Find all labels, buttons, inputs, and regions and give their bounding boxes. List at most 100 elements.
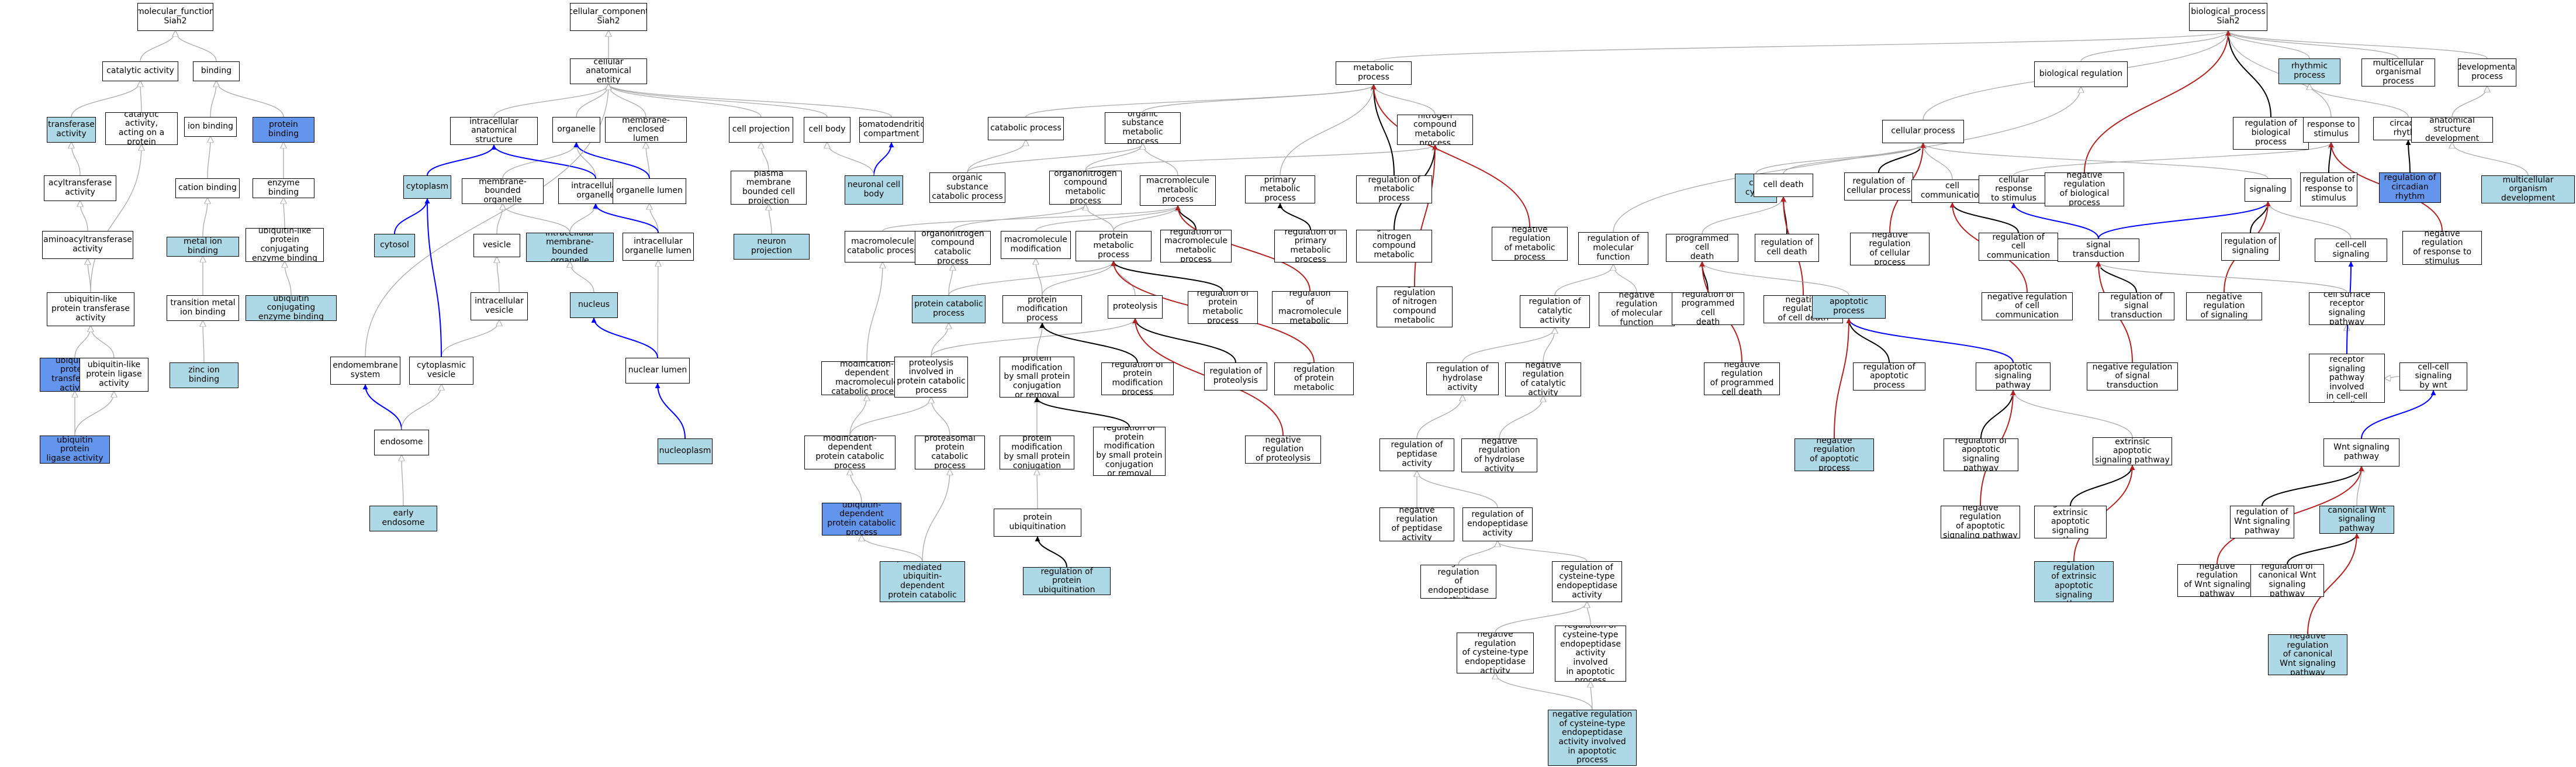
term-node-neg-reg-cat-act[interactable]: negative regulation of catalytic activit… <box>1505 362 1581 396</box>
term-node-reg-cat-act[interactable]: regulation of catalytic activity <box>1520 295 1590 328</box>
term-node-primary-met[interactable]: primary metabolic process <box>1245 175 1315 203</box>
term-node-macro-mod[interactable]: macromolecule modification <box>1001 231 1071 259</box>
term-node-reg-prot-met[interactable]: regulation of protein metabolic process <box>1188 291 1258 324</box>
term-node-neg-reg-cell-comm[interactable]: negative regulation of cell communicatio… <box>1982 292 2073 320</box>
term-node-neg-reg-apoptotic[interactable]: negative regulation of apoptotic process <box>1794 438 1874 471</box>
term-node-prot-ubiq[interactable]: protein ubiquitination <box>994 509 1081 537</box>
term-node-extrinsic-apoptotic[interactable]: extrinsic apoptotic signaling pathway <box>2093 437 2172 465</box>
term-node-proteolysis[interactable]: proteolysis <box>1108 295 1163 319</box>
term-node-metabolic[interactable]: metabolic process <box>1336 61 1412 85</box>
term-node-signaling[interactable]: signaling <box>2245 178 2291 202</box>
term-node-neg-reg-cell-proc[interactable]: negative regulation of cellular process <box>1850 233 1930 265</box>
term-node-orgn-comp-met[interactable]: organonitrogen compound metabolic proces… <box>1049 171 1122 205</box>
term-node-neg-reg-canonical-wnt[interactable]: negative regulation of canonical Wnt sig… <box>2268 634 2347 675</box>
term-node-canonical-wnt[interactable]: canonical Wnt signaling pathway <box>2319 506 2394 534</box>
term-node-reg-proteolysis[interactable]: regulation of proteolysis <box>1204 362 1267 391</box>
term-node-csr-signaling[interactable]: cell surface receptor signaling pathway <box>2309 292 2385 325</box>
term-node-reg-mol-func[interactable]: regulation of molecular function <box>1578 232 1648 265</box>
term-node-prot-mod-small-conj[interactable]: protein modification by small protein co… <box>1000 436 1074 469</box>
term-node-acyltrans[interactable]: acyltransferase activity <box>44 175 116 201</box>
term-node-n-comp-met[interactable]: nitrogen compound metabolic process <box>1397 115 1473 145</box>
term-node-neg-reg-apoptotic-signaling[interactable]: negative regulation of apoptotic signali… <box>1941 506 2020 538</box>
term-node-vesicle[interactable]: vesicle <box>473 234 520 257</box>
term-node-prot-mod-small[interactable]: protein modification by small protein co… <box>1000 357 1074 398</box>
term-node-cytoplasm[interactable]: cytoplasm <box>403 175 451 199</box>
term-node-reg-endopeptidase[interactable]: regulation of endopeptidase activity <box>1462 507 1533 541</box>
term-node-neg-reg-bio-proc[interactable]: negative regulation of biological proces… <box>2045 172 2124 206</box>
term-node-ubl-ligase[interactable]: ubiquitin-like protein ligase activity <box>79 358 148 392</box>
term-node-neg-reg-proteolysis[interactable]: negative regulation of proteolysis <box>1245 436 1321 464</box>
term-node-reg-peptidase[interactable]: regulation of peptidase activity <box>1379 438 1454 471</box>
term-node-signal-transduction[interactable]: signal transduction <box>2058 239 2139 262</box>
term-node-apoptotic[interactable]: apoptotic process <box>1812 295 1886 319</box>
term-node-cytosol[interactable]: cytosol <box>374 234 415 257</box>
term-node-reg-apoptotic[interactable]: regulation of apoptotic process <box>1853 362 1925 391</box>
term-node-neg-reg-pcd[interactable]: negative regulation of programmed cell d… <box>1704 362 1780 395</box>
term-node-mf[interactable]: molecular_function Siah2 <box>137 3 213 31</box>
term-node-nucleus[interactable]: nucleus <box>570 292 618 318</box>
term-node-intra-org-lumen[interactable]: intracellular organelle lumen <box>623 233 694 261</box>
term-node-neg-reg-signaling[interactable]: negative regulation of signaling <box>2186 292 2262 320</box>
term-node-reg-cell-comm[interactable]: regulation of cell communication <box>1979 233 2058 261</box>
term-node-reg-bio-proc[interactable]: regulation of biological process <box>2233 117 2309 150</box>
term-node-reg-n-comp-met[interactable]: regulation of nitrogen compound metaboli… <box>1356 230 1432 262</box>
term-node-apoptotic-signaling[interactable]: apoptotic signaling pathway <box>1976 362 2051 391</box>
term-node-multicell-org[interactable]: multicellular organismal process <box>2361 58 2435 87</box>
term-node-reg-canonical-wnt[interactable]: regulation of canonical Wnt signaling pa… <box>2250 564 2324 597</box>
term-node-nucleoplasm[interactable]: nucleoplasm <box>658 438 713 464</box>
term-node-intra-vesicle[interactable]: intracellular vesicle <box>471 292 528 320</box>
term-node-mb-organelle[interactable]: membrane-bounded organelle <box>462 178 544 204</box>
term-node-neuronal-body[interactable]: neuronal cell body <box>845 175 903 205</box>
term-node-intra-mb-organelle[interactable]: intracellular membrane-bounded organelle <box>526 233 614 262</box>
term-node-reg-macro-met[interactable]: regulation of macromolecule metabolic pr… <box>1160 230 1232 262</box>
term-node-proteasomal-cat[interactable]: proteasomal protein catabolic process <box>915 436 985 469</box>
term-node-bp[interactable]: biological_process Siah2 <box>2189 3 2267 31</box>
term-node-membrane-lumen[interactable]: membrane-enclosed lumen <box>605 117 687 143</box>
term-node-reg-met[interactable]: regulation of metabolic process <box>1356 175 1432 203</box>
term-node-reg-prot-mod[interactable]: regulation of protein modification proce… <box>1101 362 1174 395</box>
term-node-aminoacyl[interactable]: aminoacyltransferase activity <box>42 231 133 259</box>
term-node-ubl-conj-binding[interactable]: ubiquitin-like protein conjugating enzym… <box>246 228 324 262</box>
term-node-orgn-comp-cat[interactable]: organonitrogen compound catabolic proces… <box>915 231 991 265</box>
term-node-proteasome-ub-cat[interactable]: proteasome-mediated ubiquitin-dependent … <box>880 561 965 602</box>
term-node-reg-wnt[interactable]: regulation of Wnt signaling pathway <box>2230 506 2294 538</box>
term-node-reg-signal-trans[interactable]: regulation of signal transduction <box>2098 292 2174 320</box>
term-node-nuclear-lumen[interactable]: nuclear lumen <box>625 358 690 384</box>
term-node-endomembrane[interactable]: endomembrane system <box>330 357 400 385</box>
term-node-neg-reg-peptidase[interactable]: negative regulation of peptidase activit… <box>1379 507 1454 541</box>
term-node-organelle-lumen[interactable]: organelle lumen <box>613 178 686 204</box>
term-node-reg-resp-stim[interactable]: regulation of response to stimulus <box>2300 172 2357 206</box>
term-node-early-endosome[interactable]: early endosome <box>369 506 437 531</box>
term-node-rhythmic[interactable]: rhythmic process <box>2278 58 2340 84</box>
term-node-reg-prot-mod-small[interactable]: regulation of protein modification by sm… <box>1093 427 1166 476</box>
term-node-org-sub-met[interactable]: organic substance metabolic process <box>1105 112 1181 144</box>
term-node-enzyme-binding[interactable]: enzyme binding <box>253 178 314 198</box>
term-node-multicell-dev[interactable]: multicellular organism development <box>2481 175 2575 203</box>
term-node-reg-apoptotic-signaling[interactable]: regulation of apoptotic signaling pathwa… <box>1944 438 2018 471</box>
term-node-cell-cell-wnt[interactable]: cell-cell signaling by wnt <box>2399 362 2467 391</box>
term-node-resp-stimulus[interactable]: response to stimulus <box>2303 117 2359 143</box>
term-node-neg-reg-wnt[interactable]: negative regulation of Wnt signaling pat… <box>2177 564 2257 597</box>
term-node-reg-circadian[interactable]: regulation of circadian rhythm <box>2379 172 2441 203</box>
term-node-reg-cys-endopeptidase[interactable]: regulation of cysteine-type endopeptidas… <box>1552 561 1622 602</box>
term-node-prot-catabolic[interactable]: protein catabolic process <box>912 295 986 323</box>
term-node-cell-projection[interactable]: cell projection <box>729 117 793 143</box>
term-node-neg-reg-prot-met[interactable]: negative regulation of protein metabolic… <box>1274 362 1354 395</box>
term-node-organelle[interactable]: organelle <box>552 117 600 143</box>
term-node-wnt[interactable]: Wnt signaling pathway <box>2323 438 2399 467</box>
term-node-cell-death[interactable]: cell death <box>1754 174 1813 197</box>
term-node-ub-ligase[interactable]: ubiquitin protein ligase activity <box>40 436 110 464</box>
term-node-ion-binding[interactable]: ion binding <box>184 117 237 137</box>
term-node-cae[interactable]: cellular anatomical entity <box>570 58 647 84</box>
term-node-ub-conj-binding[interactable]: ubiquitin conjugating enzyme binding <box>246 295 337 321</box>
term-node-catabolic[interactable]: catabolic process <box>988 117 1064 140</box>
term-node-transferase[interactable]: transferase activity <box>47 117 96 143</box>
term-node-cc[interactable]: cellular_component Siah2 <box>570 3 647 31</box>
term-node-neg-reg-hydrolase[interactable]: negative regulation of hydrolase activit… <box>1461 438 1537 472</box>
term-node-cat-act[interactable]: catalytic activity <box>102 61 178 81</box>
term-node-org-sub-cat[interactable]: organic substance catabolic process <box>929 172 1005 203</box>
term-node-cat-act-prot[interactable]: catalytic activity, acting on a protein <box>105 112 178 145</box>
term-node-pm-projection[interactable]: plasma membrane bounded cell projection <box>731 171 807 205</box>
term-node-neg-reg-extrinsic[interactable]: negative regulation of extrinsic apoptot… <box>2034 561 2114 602</box>
term-node-neg-reg-mol-func[interactable]: negative regulation of molecular functio… <box>1599 292 1675 326</box>
